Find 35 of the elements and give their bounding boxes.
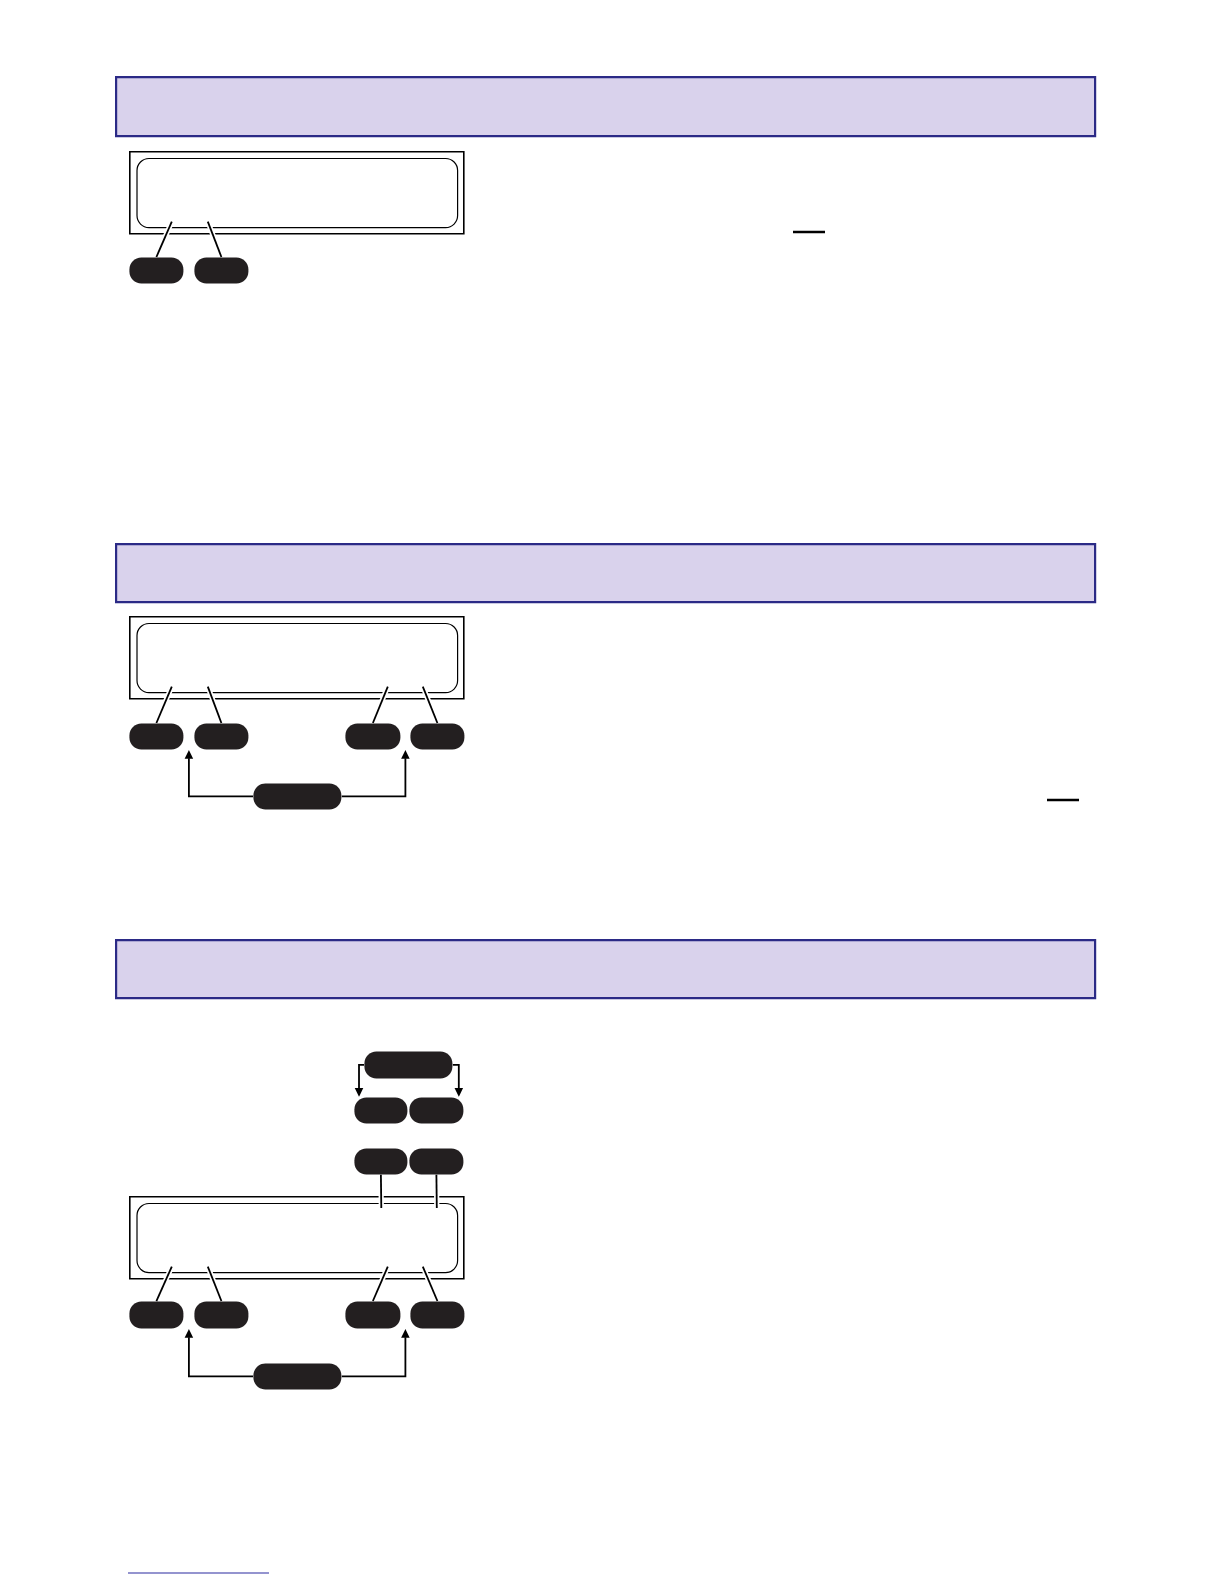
header-band	[115, 939, 1097, 1000]
button	[129, 257, 184, 284]
button	[409, 1097, 464, 1124]
header-band	[115, 543, 1097, 604]
leader-line	[433, 1173, 440, 1209]
leader-line	[155, 685, 175, 724]
button	[354, 1097, 408, 1124]
button	[364, 1051, 453, 1079]
button	[345, 723, 401, 750]
button	[410, 723, 465, 750]
display-panel	[129, 1196, 465, 1280]
leader-line	[155, 1265, 175, 1302]
leader-line	[205, 685, 223, 724]
button	[194, 723, 249, 750]
leader-line	[205, 220, 223, 258]
leader-line	[371, 685, 391, 724]
leader-line	[420, 685, 439, 724]
button	[253, 783, 342, 810]
button	[129, 1301, 184, 1329]
button	[410, 1301, 465, 1329]
button	[253, 1363, 342, 1390]
display-panel	[129, 616, 465, 700]
button	[129, 723, 184, 750]
button	[345, 1301, 401, 1329]
button	[194, 257, 249, 284]
leader-line	[378, 1173, 384, 1209]
button	[354, 1148, 408, 1175]
header-band	[115, 76, 1097, 138]
leader-line	[420, 1265, 439, 1302]
button	[194, 1301, 249, 1329]
leader-line	[155, 220, 175, 258]
button	[409, 1148, 464, 1175]
display-panel	[129, 151, 465, 235]
leader-line	[371, 1265, 391, 1302]
leader-line	[205, 1265, 223, 1302]
